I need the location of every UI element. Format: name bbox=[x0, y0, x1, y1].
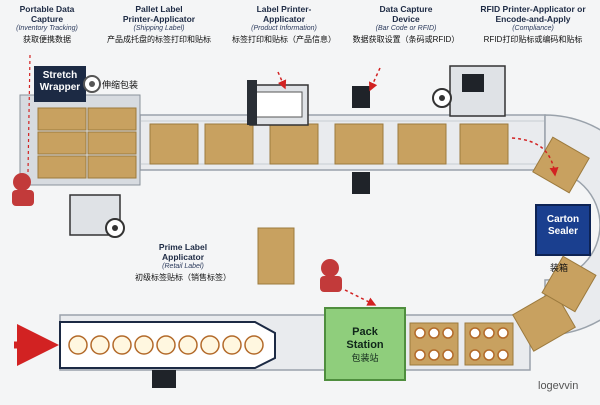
label-label-printer: Label Printer- Applicator (Product Infor… bbox=[226, 4, 342, 45]
label-title: RFID Printer-Applicator or bbox=[480, 4, 586, 14]
label-data-capture: Data Capture Device (Bar Code or RFID) 数… bbox=[344, 4, 468, 45]
label-chinese: 获取便携数据 bbox=[23, 35, 71, 44]
label-title: Applicator bbox=[161, 252, 205, 262]
label-portable-data-capture: Portable Data Capture (Inventory Trackin… bbox=[2, 4, 92, 45]
worker-middle bbox=[320, 259, 377, 306]
label-title: Pallet Label bbox=[135, 4, 183, 14]
label-title: Prime Label bbox=[158, 242, 208, 252]
stretch-wrapper-cn: 伸缩包装 bbox=[102, 80, 139, 90]
stretch-wrapper-line1: Stretch bbox=[42, 70, 78, 81]
pack-station-line1: Pack bbox=[352, 326, 378, 338]
label-chinese: 初级标签贴标（销售标签） bbox=[135, 273, 231, 282]
label-chinese: 产品成托盘的标签打印和贴标 bbox=[107, 35, 211, 44]
label-chinese: 数据获取设置（条码或RFID） bbox=[352, 35, 460, 44]
pack-station bbox=[324, 307, 406, 381]
stretch-wrapper-line2: Wrapper bbox=[39, 82, 81, 93]
label-subtitle: (Product Information) bbox=[251, 25, 317, 32]
label-subtitle: (Compliance) bbox=[512, 25, 554, 32]
label-subtitle: (Inventory Tracking) bbox=[16, 25, 78, 32]
label-chinese: RFID打印贴标或编码和贴标 bbox=[483, 35, 583, 44]
upper-conveyor-boxes bbox=[149, 123, 590, 194]
label-prime-applicator: Prime Label Applicator (Retail Label) 初级… bbox=[118, 242, 248, 283]
label-title: Portable Data bbox=[19, 4, 75, 14]
carton-sealer-cn: 装箱 bbox=[550, 263, 569, 273]
watermark: logevvin bbox=[538, 380, 579, 392]
pallet-label-printer-machine bbox=[69, 194, 125, 238]
label-title: Data Capture bbox=[379, 4, 433, 14]
label-subtitle: (Shipping Label) bbox=[133, 25, 185, 32]
flow-arrow-rfid bbox=[511, 137, 559, 177]
label-chinese: 标签打印和贴标（产品信息） bbox=[232, 35, 336, 44]
stretch-wrapper-label: Stretch Wrapper bbox=[34, 70, 86, 94]
flow-arrow-portable bbox=[27, 54, 31, 173]
pallet-boxes bbox=[37, 107, 137, 179]
label-pallet-printer: Pallet Label Printer-Applicator (Shippin… bbox=[96, 4, 222, 45]
label-title: Applicator bbox=[262, 14, 306, 24]
loose-carton bbox=[257, 227, 295, 285]
label-title: Device bbox=[392, 14, 420, 24]
carton-sealer-label: Carton Sealer bbox=[536, 214, 590, 238]
carton-sealer-line1: Carton bbox=[546, 214, 580, 225]
label-title: Printer-Applicator bbox=[122, 14, 196, 24]
label-printer-machine bbox=[247, 80, 309, 126]
label-rfid: RFID Printer-Applicator or Encode-and-Ap… bbox=[468, 4, 598, 45]
carton-sealer bbox=[535, 204, 591, 256]
flow-arrow-upper bbox=[277, 71, 287, 90]
prime-label-applicator-device bbox=[152, 370, 176, 388]
worker-left bbox=[12, 173, 34, 206]
pack-station-line2: Station bbox=[346, 339, 384, 351]
pack-station-cn: 包装站 bbox=[351, 353, 379, 363]
pack-station-label: Pack Station 包装站 bbox=[325, 326, 405, 365]
label-title: Encode-and-Apply bbox=[495, 14, 571, 24]
data-capture-device bbox=[352, 86, 370, 194]
label-subtitle: (Bar Code or RFID) bbox=[375, 25, 437, 32]
products-on-chute bbox=[68, 335, 264, 355]
label-subtitle: (Retail Label) bbox=[162, 263, 204, 270]
carton-sealer-line2: Sealer bbox=[547, 226, 579, 237]
stretch-wrapper-sign bbox=[34, 66, 86, 102]
rfid-printer-machine bbox=[432, 65, 506, 117]
flow-arrow-capture bbox=[369, 67, 381, 92]
label-title: Label Printer- bbox=[256, 4, 312, 14]
label-title: Capture bbox=[30, 14, 64, 24]
product-cartons bbox=[409, 255, 597, 366]
